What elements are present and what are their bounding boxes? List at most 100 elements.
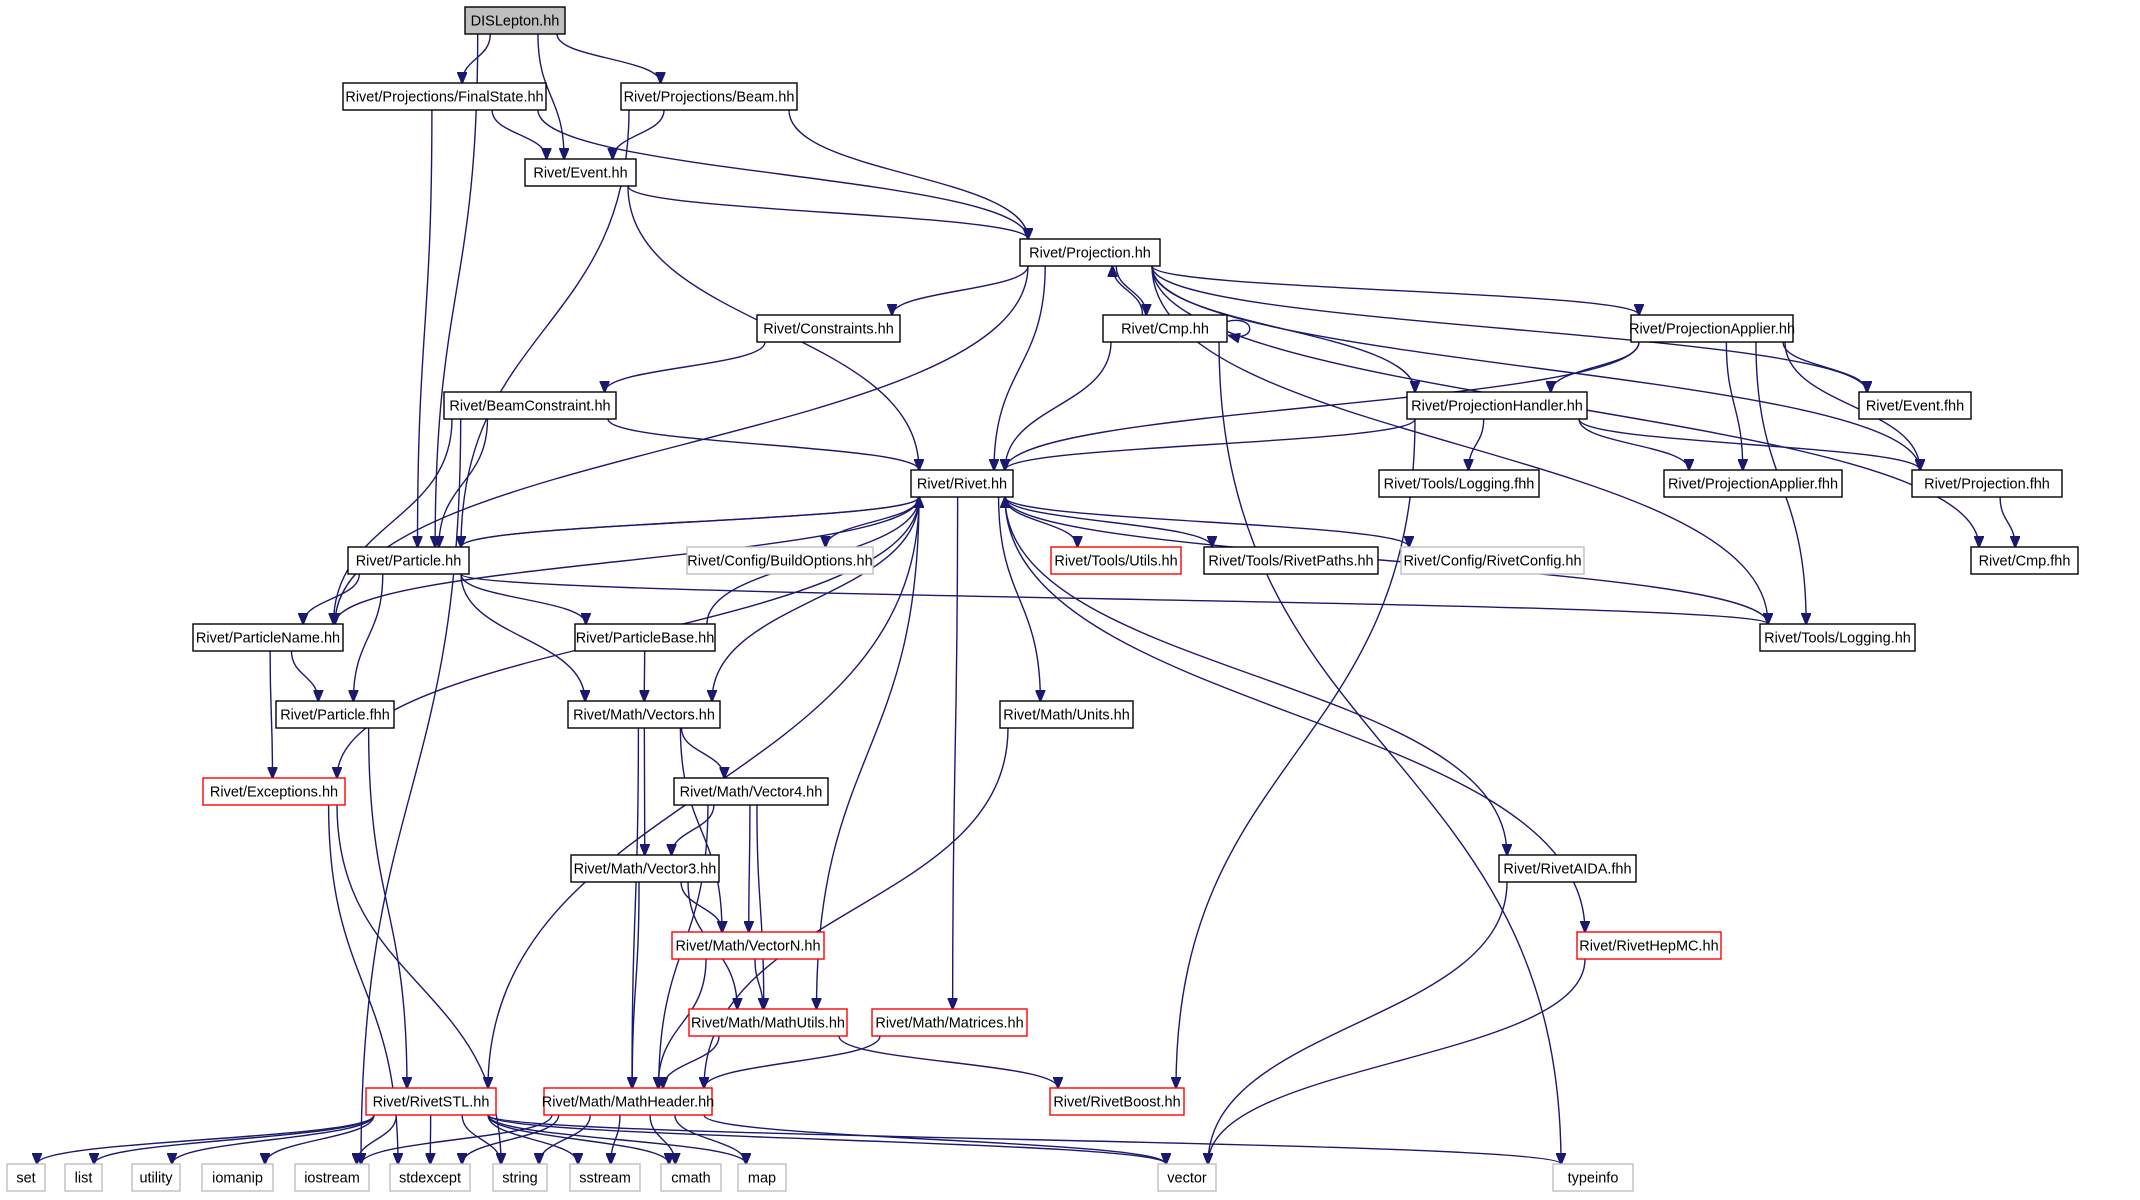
dependency-edge-rivet-hepmc <box>1004 496 1585 932</box>
node-utils[interactable]: Rivet/Tools/Utils.hh <box>1050 546 1182 575</box>
node-label: stdexcept <box>399 1171 461 1187</box>
node-box <box>1498 854 1637 883</box>
dependency-edge-dis-fs <box>462 33 492 83</box>
dependency-edge-beamcons-particle <box>439 418 489 547</box>
node-label: Rivet/Math/Vectors.hh <box>573 708 715 724</box>
node-label: Rivet/ParticleBase.hh <box>576 631 715 647</box>
node-projappfhh[interactable]: Rivet/ProjectionApplier.fhh <box>1663 469 1843 498</box>
node-box <box>365 1087 497 1116</box>
node-label: Rivet/Math/Vector3.hh <box>574 862 717 878</box>
node-fs[interactable]: Rivet/Projections/FinalState.hh <box>342 82 547 111</box>
dependency-edge-mathutils-boost <box>838 1035 1058 1088</box>
dependency-edge-cons-beamcons <box>605 341 766 392</box>
node-box <box>688 1008 848 1037</box>
node-label: Rivet/Math/Units.hh <box>1003 708 1130 724</box>
node-box <box>673 777 829 806</box>
node-label: cmath <box>671 1171 711 1187</box>
node-label: Rivet/Projection.hh <box>1029 246 1151 262</box>
node-label: DISLepton.hh <box>471 14 560 30</box>
dependency-edge-rivet-vectors <box>712 496 920 701</box>
node-vectorn[interactable]: Rivet/Math/VectorN.hh <box>671 931 825 960</box>
node-boost[interactable]: Rivet/RivetBoost.hh <box>1049 1087 1185 1116</box>
node-box <box>569 1163 641 1192</box>
node-cmpfhh[interactable]: Rivet/Cmp.fhh <box>1970 546 2079 575</box>
node-aidafhh[interactable]: Rivet/RivetAIDA.fhh <box>1498 854 1637 883</box>
node-cons[interactable]: Rivet/Constraints.hh <box>756 314 901 343</box>
node-rivetpaths[interactable]: Rivet/Tools/RivetPaths.hh <box>1203 546 1379 575</box>
node-label: Rivet/Event.fhh <box>1866 399 1964 415</box>
node-box <box>6 1163 46 1192</box>
node-box <box>570 854 720 883</box>
node-box <box>1858 391 1972 420</box>
node-exceptions[interactable]: Rivet/Exceptions.hh <box>202 777 346 806</box>
dependency-edge-beamcons-rivet <box>607 418 919 470</box>
dependency-edge-projapp-projhandler <box>1551 341 1640 392</box>
node-dis[interactable]: DISLepton.hh <box>464 6 566 35</box>
node-vector4[interactable]: Rivet/Math/Vector4.hh <box>673 777 829 806</box>
node-label: Rivet/Config/RivetConfig.hh <box>1403 554 1581 570</box>
dependency-edge-rivet-mathutils <box>817 496 920 1009</box>
node-projhandler[interactable]: Rivet/ProjectionHandler.hh <box>1406 391 1588 420</box>
dependency-edge-particle-pbase <box>460 573 586 624</box>
node-box <box>1157 1163 1217 1192</box>
node-label: Rivet/Cmp.fhh <box>1979 554 2071 570</box>
node-buildopts: Rivet/Config/BuildOptions.hh <box>686 546 874 575</box>
node-pname[interactable]: Rivet/ParticleName.hh <box>192 623 344 652</box>
node-mathheader[interactable]: Rivet/Math/MathHeader.hh <box>542 1087 714 1116</box>
dependency-edge-mathheader-string <box>539 1114 591 1164</box>
node-cmath: cmath <box>660 1163 722 1192</box>
node-eventfhh[interactable]: Rivet/Event.fhh <box>1858 391 1972 420</box>
node-label: iostream <box>304 1171 360 1187</box>
node-sstream: sstream <box>569 1163 641 1192</box>
node-vector: vector <box>1157 1163 1217 1192</box>
dependency-edge-vectors-vector4 <box>680 727 724 778</box>
dependency-edge-vector3-mathheader <box>632 881 640 1088</box>
dependency-edge-fs-proj <box>537 109 1028 239</box>
dependency-edge-rivet-rivetpaths <box>1004 496 1212 547</box>
node-label: Rivet/Tools/RivetPaths.hh <box>1208 554 1373 570</box>
node-hepmc[interactable]: Rivet/RivetHepMC.hh <box>1576 931 1722 960</box>
dependency-edge-proj-rivet <box>994 265 1046 470</box>
dependency-edge-projhandler-logfhh <box>1469 418 1485 470</box>
node-cmp[interactable]: Rivet/Cmp.hh <box>1102 314 1228 343</box>
dependency-edge-dis-particle <box>435 33 479 547</box>
dependency-edge-particlefhh-rivetstl <box>367 727 407 1088</box>
dependency-edge-projfhh-cmpfhh <box>1999 496 2015 547</box>
node-proj[interactable]: Rivet/Projection.hh <box>1019 238 1161 267</box>
node-box <box>389 1163 471 1192</box>
node-label: Rivet/Constraints.hh <box>763 322 894 338</box>
node-box <box>1970 546 2079 575</box>
node-box <box>910 469 1014 498</box>
dependency-edge-projhandler-projappfhh <box>1578 418 1689 470</box>
node-event[interactable]: Rivet/Event.hh <box>524 158 637 187</box>
node-list: list <box>64 1163 103 1192</box>
node-label: Rivet/ProjectionApplier.hh <box>1629 322 1795 338</box>
node-projfhh[interactable]: Rivet/Projection.fhh <box>1911 469 2063 498</box>
node-set: set <box>6 1163 46 1192</box>
node-particlefhh[interactable]: Rivet/Particle.fhh <box>275 700 395 729</box>
dependency-edge-event-proj <box>627 185 1028 239</box>
node-label: Rivet/RivetHepMC.hh <box>1579 939 1718 955</box>
node-units[interactable]: Rivet/Math/Units.hh <box>999 700 1134 729</box>
node-rivetstl[interactable]: Rivet/RivetSTL.hh <box>365 1087 497 1116</box>
node-mathutils[interactable]: Rivet/Math/MathUtils.hh <box>688 1008 848 1037</box>
node-beamcons[interactable]: Rivet/BeamConstraint.hh <box>443 391 617 420</box>
node-vectors[interactable]: Rivet/Math/Vectors.hh <box>567 700 721 729</box>
node-pbase[interactable]: Rivet/ParticleBase.hh <box>574 623 716 652</box>
node-projapp[interactable]: Rivet/ProjectionApplier.hh <box>1629 314 1795 343</box>
node-label: Rivet/Math/Matrices.hh <box>875 1016 1023 1032</box>
node-logging[interactable]: Rivet/Tools/Logging.hh <box>1759 623 1916 652</box>
node-matrices[interactable]: Rivet/Math/Matrices.hh <box>871 1008 1028 1037</box>
node-particle[interactable]: Rivet/Particle.hh <box>347 546 470 575</box>
node-vector3[interactable]: Rivet/Math/Vector3.hh <box>570 854 720 883</box>
node-rivet[interactable]: Rivet/Rivet.hh <box>910 469 1014 498</box>
node-logfhh[interactable]: Rivet/Tools/Logging.fhh <box>1378 469 1540 498</box>
dependency-edge-vectorn-mathheader <box>658 958 707 1088</box>
node-beam[interactable]: Rivet/Projections/Beam.hh <box>620 82 798 111</box>
node-box <box>347 546 470 575</box>
dependency-edge-dis-event <box>537 33 564 159</box>
dependency-edge-projapp-eventfhh <box>1782 341 1867 392</box>
dependency-edge-fs-particle <box>418 109 433 547</box>
dependency-edge-vectors-mathheader <box>632 727 640 1088</box>
